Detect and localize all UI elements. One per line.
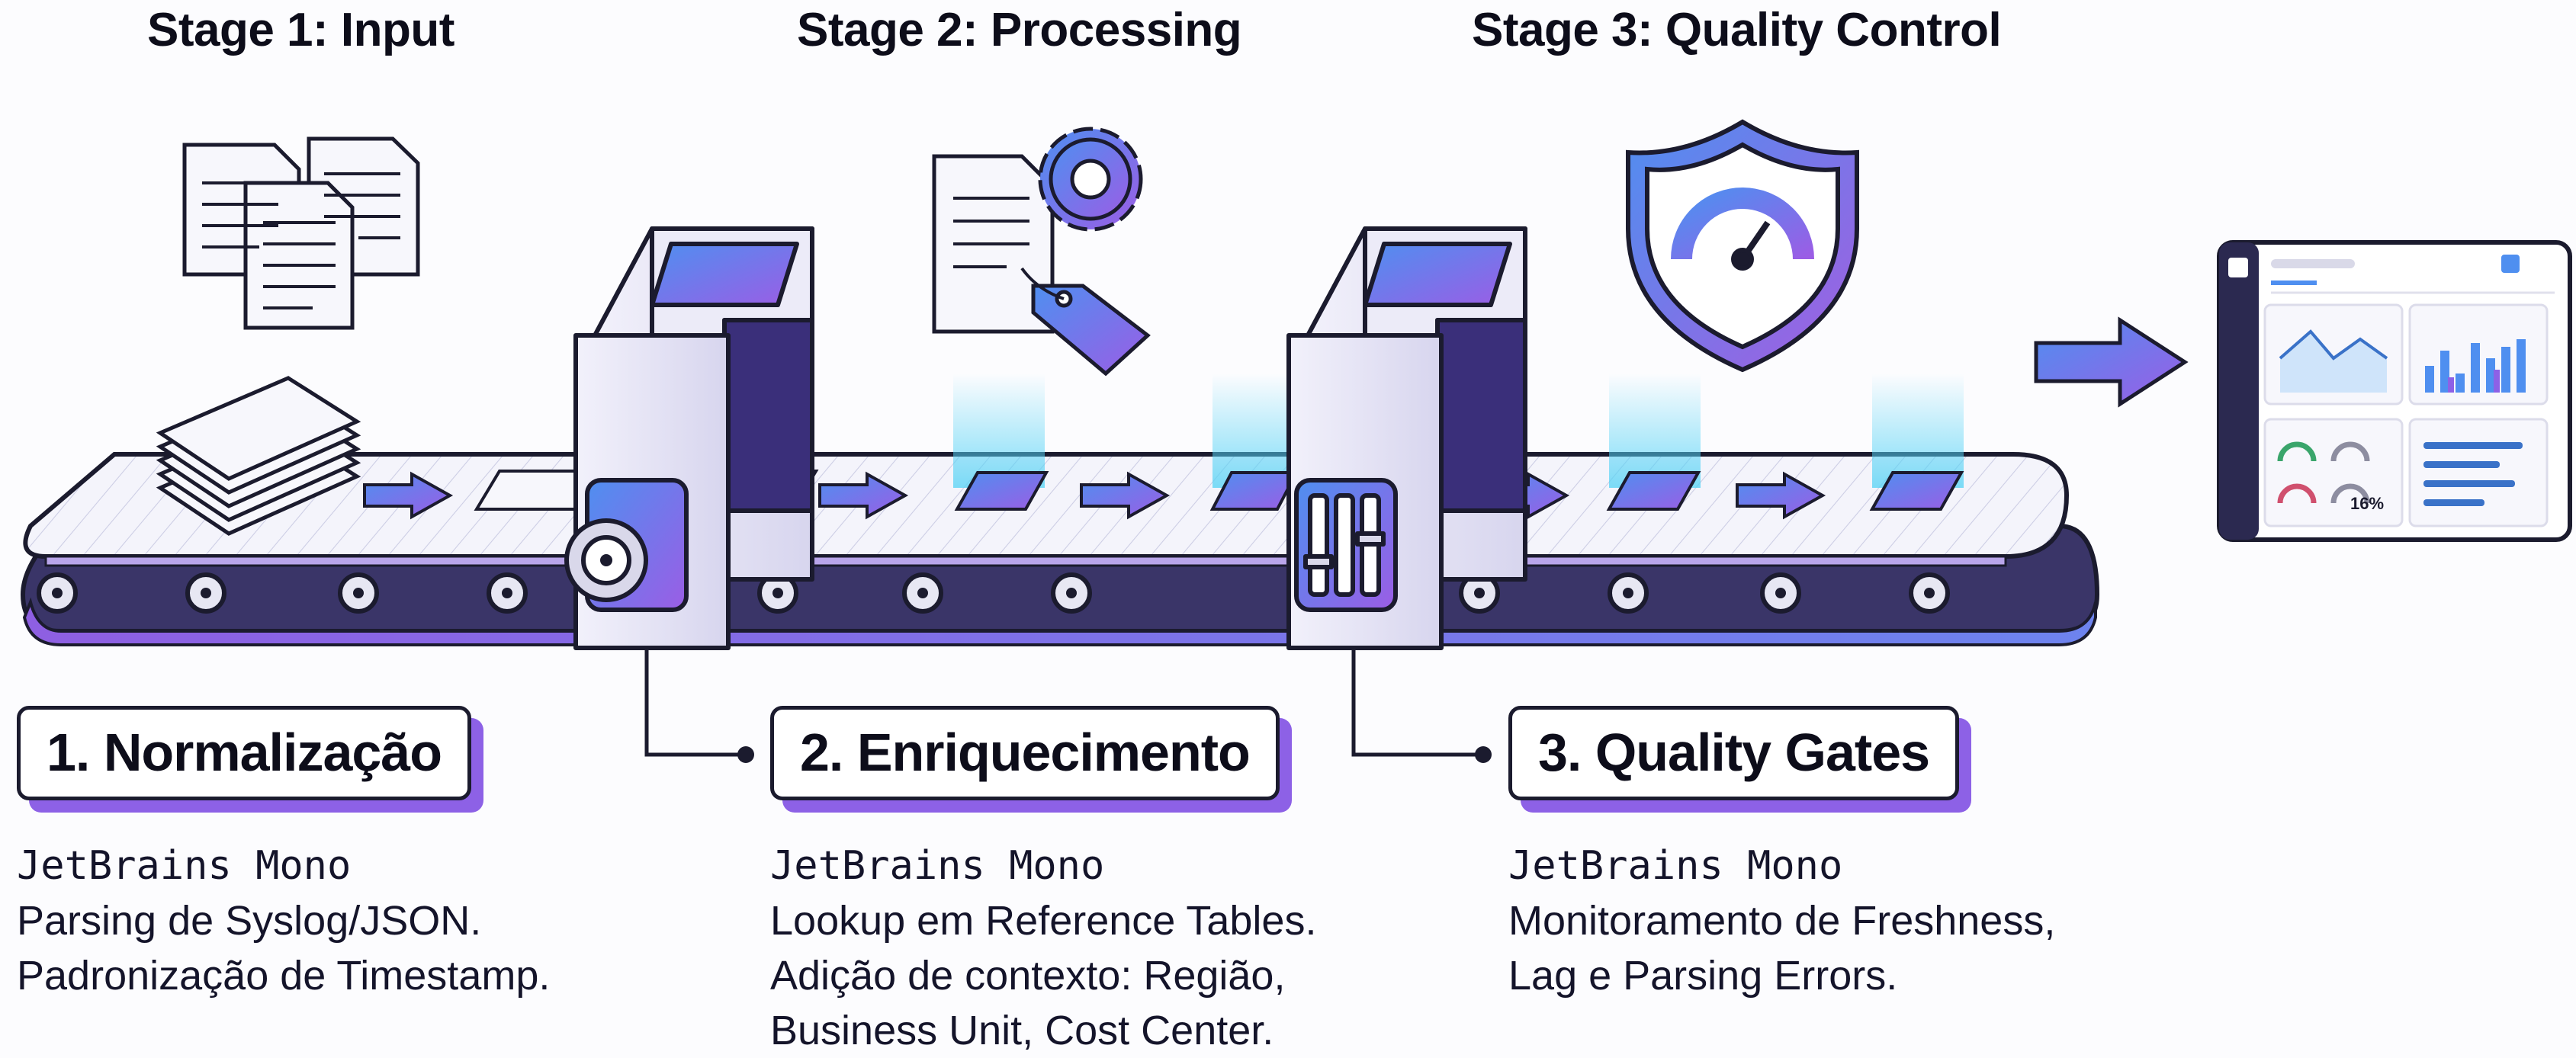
data-packets xyxy=(953,374,1964,511)
stage-3-description: JetBrains Mono Monitoramento de Freshnes… xyxy=(1508,838,2055,1003)
stage-1-description: JetBrains Mono Parsing de Syslog/JSON. P… xyxy=(17,838,550,1003)
description-line: Padronização de Timestamp. xyxy=(17,953,551,999)
stage-2-description: JetBrains Mono Lookup em Reference Table… xyxy=(770,838,1316,1058)
description-line: Lag e Parsing Errors. xyxy=(1508,953,1898,999)
description-line: Business Unit, Cost Center. xyxy=(770,1008,1274,1053)
document-stack-icon xyxy=(182,136,420,330)
stage-2-title: Stage 2: Processing xyxy=(797,4,1242,56)
stage-3-title: Stage 3: Quality Control xyxy=(1472,4,2002,56)
font-note: JetBrains Mono xyxy=(770,843,1105,889)
font-note: JetBrains Mono xyxy=(1508,843,1843,889)
output-arrow xyxy=(2034,316,2189,408)
normalization-machine xyxy=(564,226,814,650)
quality-gate-machine xyxy=(1286,226,1527,650)
stage-3-label: 3. Quality Gates xyxy=(1508,706,1960,800)
belt-rollers xyxy=(37,572,1950,614)
conveyor-belt xyxy=(20,452,2100,646)
dashboard-screen: 16% xyxy=(2217,240,2572,542)
stage-1-label: 1. Normalização xyxy=(17,706,471,800)
stage-2-label: 2. Enriquecimento xyxy=(770,706,1280,800)
label-connectors xyxy=(644,649,1483,757)
enrichment-icon xyxy=(932,127,1151,377)
description-line: Adição de contexto: Região, xyxy=(770,953,1286,999)
paper-pile-icon xyxy=(156,376,361,536)
description-line: Parsing de Syslog/JSON. xyxy=(17,898,482,944)
description-line: Monitoramento de Freshness, xyxy=(1508,898,2056,944)
stage-1-title: Stage 1: Input xyxy=(147,4,454,56)
font-note: JetBrains Mono xyxy=(17,843,352,889)
shield-gauge-icon xyxy=(1626,119,1859,373)
description-line: Lookup em Reference Tables. xyxy=(770,898,1317,944)
dashboard-gauge-value: 16% xyxy=(2350,494,2384,513)
